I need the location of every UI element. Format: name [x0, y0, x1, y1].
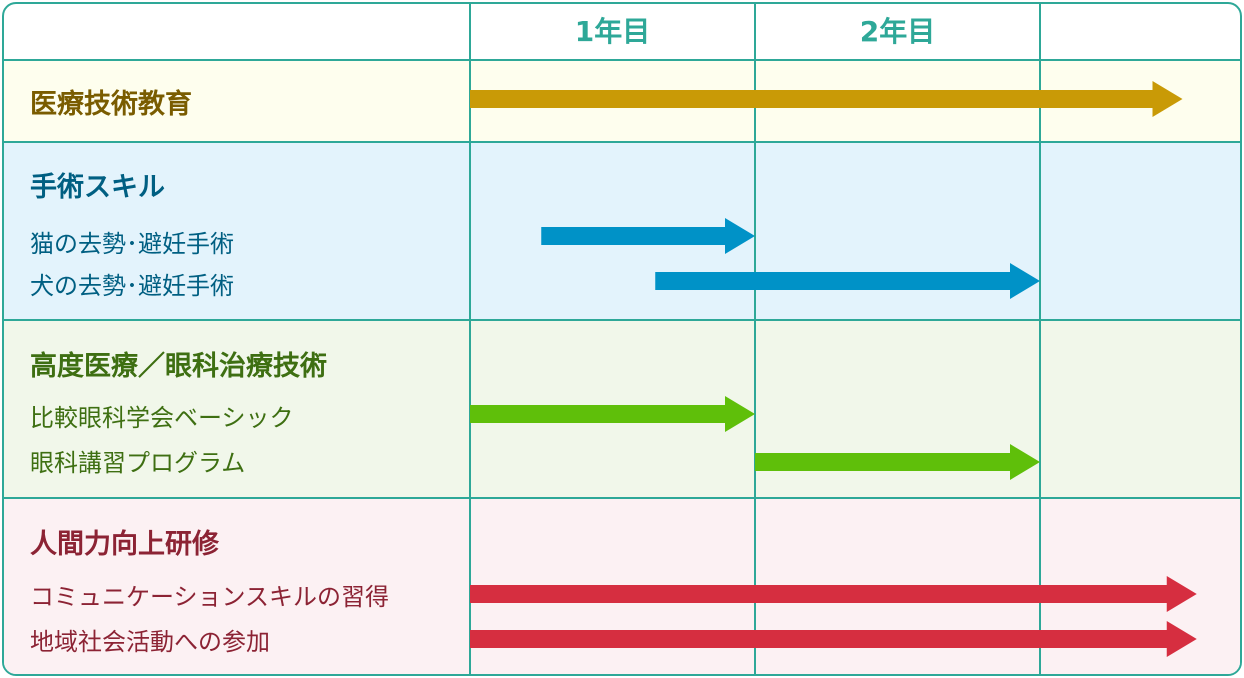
year-1-header: 1年目 — [574, 15, 651, 48]
column-divider — [754, 4, 756, 674]
column-divider — [1039, 4, 1041, 674]
item-ophthalmology-basic: 比較眼科学会ベーシック — [30, 404, 294, 432]
section-title-human: 人間力向上研修 — [30, 529, 219, 560]
timeline-arrow-human-1 — [470, 621, 1197, 657]
item-cat-neuter: 猫の去勢･避妊手術 — [30, 230, 234, 258]
timeline-arrow-human-0 — [470, 576, 1197, 612]
item-ophthalmology-program: 眼科講習プログラム — [30, 449, 246, 477]
timeline-arrow-surgery-1 — [655, 263, 1040, 299]
section-title-surgery: 手術スキル — [30, 172, 165, 203]
timeline-arrow-medical — [470, 81, 1183, 117]
timeline-arrow-advanced-0 — [470, 396, 755, 432]
column-divider — [469, 4, 471, 674]
section-title-advanced: 高度医療／眼科治療技術 — [30, 351, 327, 382]
row-divider — [4, 319, 1240, 321]
row-divider — [4, 497, 1240, 499]
timeline-arrow-advanced-1 — [755, 444, 1040, 480]
item-dog-neuter: 犬の去勢･避妊手術 — [30, 272, 234, 300]
item-communication: コミュニケーションスキルの習得 — [30, 583, 390, 611]
timeline-arrows — [470, 81, 1197, 657]
item-community: 地域社会活動への参加 — [30, 628, 270, 656]
row-divider — [4, 141, 1240, 143]
timeline-arrow-surgery-0 — [541, 218, 755, 254]
row-divider — [4, 59, 1240, 61]
section-title-medical: 医療技術教育 — [30, 89, 192, 120]
year-2-header: 2年目 — [859, 15, 936, 48]
